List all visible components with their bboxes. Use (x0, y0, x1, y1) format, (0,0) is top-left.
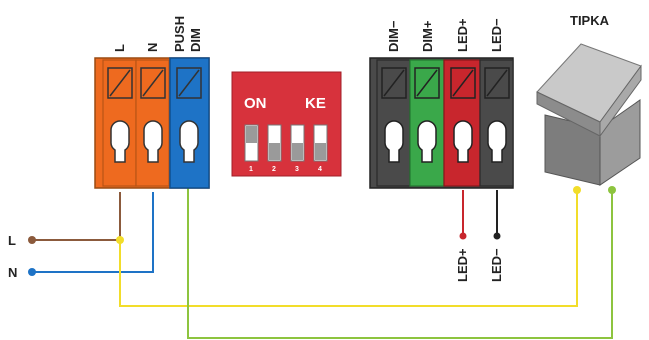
dip-number-2: 2 (272, 166, 276, 173)
wire-n-blue (32, 192, 154, 273)
left-terminal-block (94, 57, 210, 189)
terminal-cell-dim-minus (376, 59, 411, 187)
dip-switch: ON KE 1 2 3 4 (231, 71, 342, 177)
terminal-cell-dim-plus (409, 59, 445, 187)
dip-ke-label: KE (305, 95, 326, 112)
terminal-cell-push-dim (169, 57, 210, 189)
terminal-cell-led-minus (479, 59, 514, 187)
dot-n-input (28, 268, 36, 276)
dip-toggle-3[interactable] (290, 124, 305, 162)
dot-led-plus (459, 232, 467, 240)
dot-l-input (28, 236, 36, 244)
label-led-plus: LED+ (455, 18, 470, 52)
button-label: TIPKA (570, 13, 610, 28)
input-l-label: L (8, 233, 16, 248)
dot-junction (116, 236, 124, 244)
wire-l-brown (32, 192, 121, 241)
led-minus-output-label: LED− (489, 248, 504, 282)
wire-yellow (119, 190, 578, 307)
dip-on-label: ON (244, 95, 267, 112)
push-button-switch[interactable]: TIPKA (536, 13, 642, 186)
terminal-cell-led-plus (443, 59, 481, 187)
left-terminal-labels: L N PUSH DIM (112, 16, 203, 52)
label-n: N (145, 43, 160, 52)
label-dim: DIM (188, 28, 203, 52)
input-n-label: N (8, 265, 17, 280)
led-plus-output-label: LED+ (455, 248, 470, 282)
label-push: PUSH (172, 16, 187, 52)
dip-number-1: 1 (249, 166, 253, 173)
dot-button-yellow (573, 186, 581, 194)
dot-button-green (608, 186, 616, 194)
label-dim-plus: DIM+ (420, 20, 435, 52)
label-led-minus: LED− (489, 18, 504, 52)
dip-number-3: 3 (295, 166, 299, 173)
label-l: L (112, 44, 127, 52)
wire-dots (28, 186, 616, 276)
dip-number-4: 4 (318, 166, 322, 173)
dip-toggle-1[interactable] (244, 124, 259, 162)
right-terminal-block (369, 57, 514, 189)
wires (32, 188, 613, 339)
dot-led-minus (493, 232, 501, 240)
right-terminal-labels: DIM− DIM+ LED+ LED− (386, 18, 504, 52)
wire-green (187, 188, 613, 339)
terminal-cell-n (135, 59, 170, 187)
terminal-cell-l (102, 59, 137, 187)
label-dim-minus: DIM− (386, 20, 401, 52)
dip-toggle-4[interactable] (313, 124, 328, 162)
dip-toggle-2[interactable] (267, 124, 282, 162)
led-output-labels: LED+ LED− (455, 248, 504, 282)
